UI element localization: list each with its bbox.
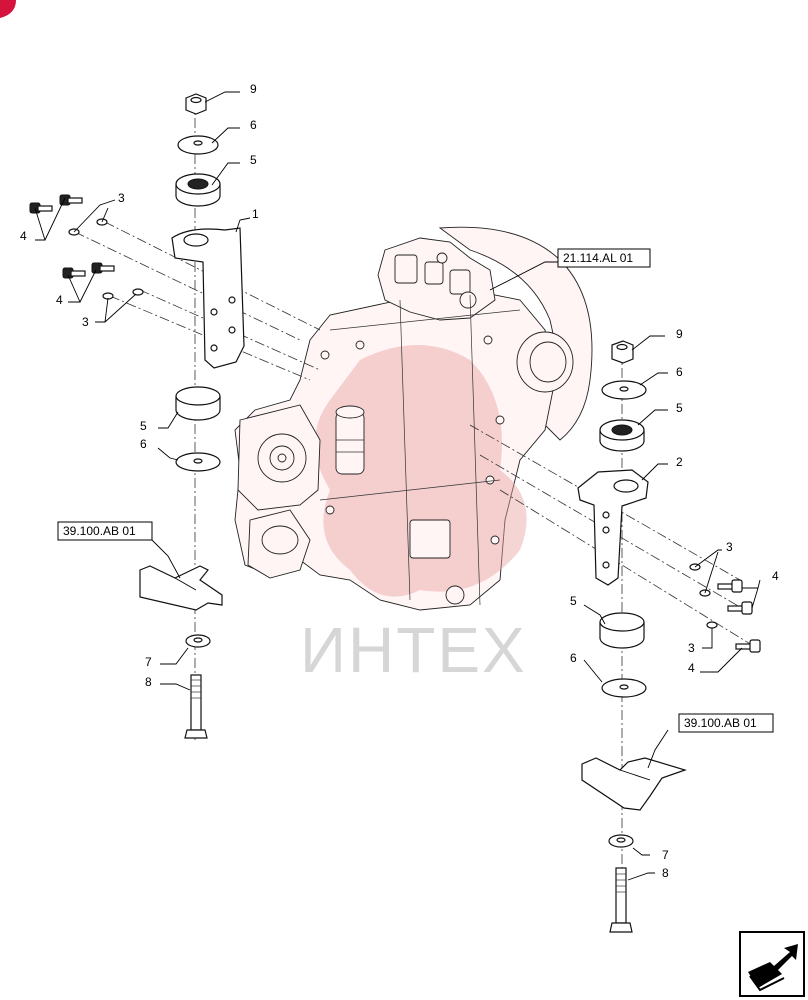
- callout-left-5b: 5: [140, 419, 147, 433]
- isolator-left-bottom: [175, 386, 221, 421]
- callout-left-3b: 3: [82, 315, 89, 329]
- washer-right-bottom: [601, 678, 647, 698]
- callout-right-3a: 3: [726, 540, 733, 554]
- callout-left-9: 9: [250, 82, 257, 96]
- leader-lines: [34, 91, 761, 881]
- callout-right-6b: 6: [570, 651, 577, 665]
- support-plate-left: [139, 565, 223, 611]
- watermark-text: ИНТЕХ: [300, 614, 527, 686]
- mount-bracket-right: [577, 469, 649, 586]
- nut-right: [611, 340, 634, 364]
- callout-right-7: 7: [662, 848, 669, 862]
- isolator-right-top: [599, 419, 645, 452]
- support-plate-right: [581, 757, 687, 811]
- washer-left-top: [177, 135, 219, 155]
- bolts-right: [689, 563, 761, 653]
- reference-boxes: 21.114.AL 01 39.100.AB 01 39.100.AB 01: [57, 248, 774, 733]
- callout-right-6a: 6: [676, 365, 683, 379]
- bolts-left-lower: [62, 262, 144, 300]
- callout-left-4a: 4: [20, 229, 27, 243]
- isolator-right-bottom: [599, 612, 645, 649]
- callout-right-5a: 5: [676, 401, 683, 415]
- ref-box-right[interactable]: 39.100.AB 01: [678, 713, 774, 733]
- next-page-arrow-icon[interactable]: [739, 931, 805, 997]
- ref-box-left[interactable]: 39.100.AB 01: [57, 521, 153, 541]
- callout-left-5a: 5: [250, 153, 257, 167]
- callout-left-6b: 6: [140, 437, 147, 451]
- bolt-left-8: [184, 674, 208, 739]
- callout-left-1: 1: [252, 207, 259, 221]
- ref-label-right: 39.100.AB 01: [684, 716, 757, 730]
- callout-left-6a: 6: [250, 118, 257, 132]
- callout-left-7: 7: [145, 655, 152, 669]
- mount-bracket-left: [171, 227, 245, 369]
- callout-right-3b: 3: [688, 641, 695, 655]
- callout-numbers: 9 6 5 1 3 4 4 3 5 6 7 8 9 6 5 2 3 4 3 4 …: [20, 82, 779, 880]
- washer-left-bottom: [175, 452, 221, 472]
- isolator-left-top: [175, 173, 221, 207]
- washer-right-top: [601, 380, 647, 400]
- bolt-right-8: [609, 867, 633, 933]
- callout-left-4b: 4: [56, 293, 63, 307]
- callout-right-8: 8: [662, 866, 669, 880]
- washer-left-7: [185, 634, 211, 648]
- bolts-left-upper: [29, 194, 108, 236]
- callout-left-8: 8: [145, 675, 152, 689]
- callout-right-2: 2: [676, 455, 683, 469]
- right-mount-stack: [577, 340, 761, 933]
- callout-right-9: 9: [676, 327, 683, 341]
- callout-right-4a: 4: [772, 569, 779, 583]
- transmission-assembly: [234, 226, 593, 611]
- nut-left: [185, 93, 207, 115]
- callout-right-4b: 4: [688, 661, 695, 675]
- corner-mark: [0, 0, 16, 18]
- callout-left-3a: 3: [118, 191, 125, 205]
- ref-label-top: 21.114.AL 01: [563, 251, 633, 265]
- left-mount-stack: [29, 93, 245, 739]
- callout-right-5b: 5: [570, 594, 577, 608]
- washer-right-7: [608, 834, 634, 848]
- ref-label-left: 39.100.AB 01: [63, 524, 136, 538]
- ref-box-top[interactable]: 21.114.AL 01: [557, 248, 651, 268]
